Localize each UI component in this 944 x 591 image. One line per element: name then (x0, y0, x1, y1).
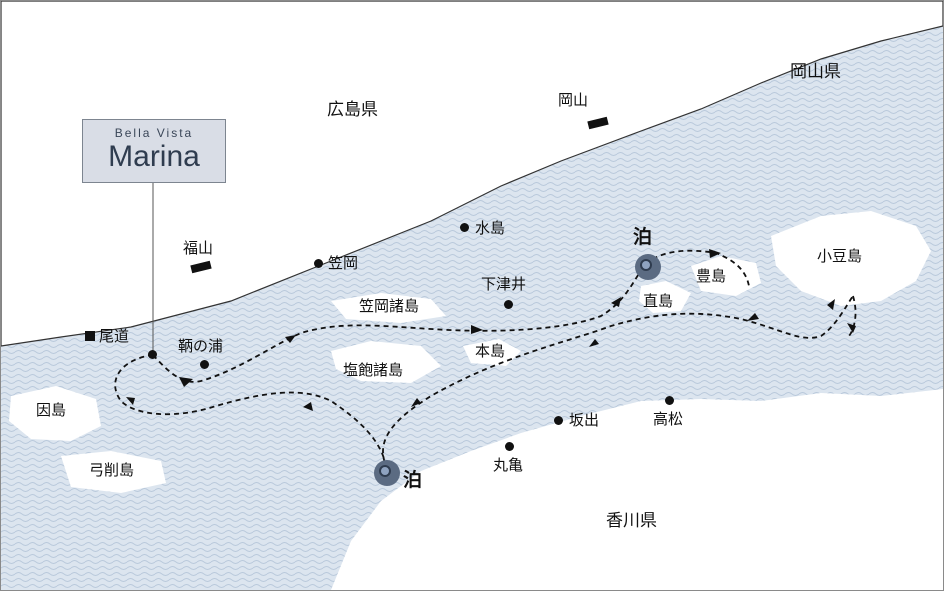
onomichi-marker (85, 331, 95, 341)
label-kagawa-pref: 香川県 (606, 511, 657, 531)
label-fukuyama: 福山 (183, 239, 214, 257)
bella-vista-marina-logo: Bella Vista Marina (82, 119, 226, 183)
teshima-island (691, 256, 761, 296)
label-hiroshima-pref: 広島県 (327, 100, 378, 120)
overnight-port-marker-2 (374, 460, 400, 486)
label-sakaide: 坂出 (569, 411, 600, 429)
label-okayama-pref: 岡山県 (790, 62, 841, 82)
yugeshima-island (61, 451, 166, 493)
marugame-dot (505, 442, 514, 451)
shimotsui-dot (504, 300, 513, 309)
label-overnight-1: 泊 (633, 226, 653, 248)
label-onomichi: 尾道 (99, 327, 130, 345)
label-overnight-2: 泊 (403, 469, 423, 491)
shikoku-land (331, 389, 943, 590)
label-teshima: 豊島 (696, 267, 727, 285)
shiwaku-islands (331, 341, 441, 383)
naoshima-island (639, 281, 691, 313)
cruise-route (114, 249, 857, 467)
label-innoshima: 因島 (36, 401, 67, 419)
innoshima-island (9, 386, 101, 441)
route-direction-arrows (126, 249, 856, 411)
label-honjima: 本島 (475, 342, 506, 360)
sakaide-dot (554, 416, 563, 425)
label-naoshima: 直島 (643, 292, 674, 310)
takamatsu-dot (665, 396, 674, 405)
label-tomonoura: 鞆の浦 (178, 337, 224, 355)
marina-departure-dot (148, 350, 157, 359)
label-takamatsu: 高松 (653, 410, 684, 428)
label-shiwaku-islands: 塩飽諸島 (343, 361, 404, 379)
label-mizushima: 水島 (475, 219, 506, 237)
label-yugeshima: 弓削島 (89, 461, 135, 479)
label-shodoshima: 小豆島 (817, 247, 863, 265)
overnight-port-marker-1 (635, 254, 661, 280)
label-marugame: 丸亀 (493, 456, 524, 474)
tomonoura-dot (200, 360, 209, 369)
honshu-coastline (1, 1, 943, 347)
honjima-island (463, 339, 521, 366)
logo-line2: Marina (108, 140, 200, 173)
label-shimotsui: 下津井 (481, 275, 527, 293)
kasaoka-islands (331, 293, 446, 323)
mizushima-dot (460, 223, 469, 232)
label-kasaoka: 笠岡 (328, 254, 359, 272)
label-kasaoka-islands: 笠岡諸島 (359, 297, 420, 315)
logo-line1: Bella Vista (114, 126, 194, 140)
kasaoka-dot (314, 259, 323, 268)
shodoshima-island (771, 211, 931, 306)
label-okayama-station: 岡山 (558, 91, 589, 109)
